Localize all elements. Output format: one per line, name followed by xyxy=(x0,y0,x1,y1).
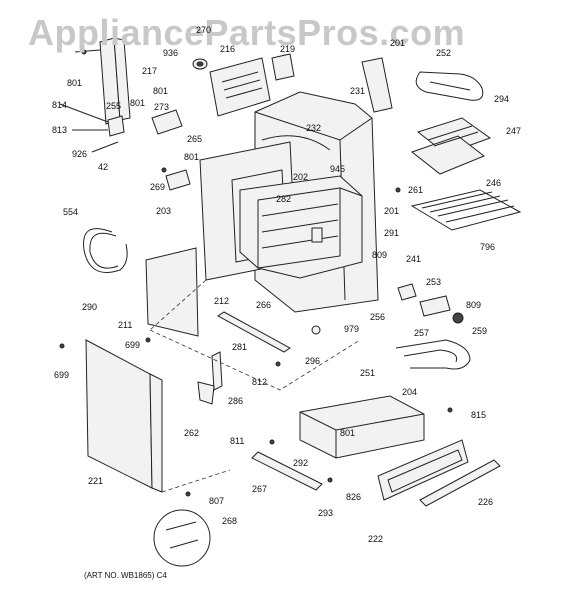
callout-label: 267 xyxy=(252,484,268,494)
callout-label: 232 xyxy=(306,123,322,133)
oven-rack-part xyxy=(410,189,522,231)
callout-label: 293 xyxy=(318,508,334,518)
callout-label: 699 xyxy=(54,370,70,380)
callout-label: 699 xyxy=(125,340,141,350)
callout-label: 212 xyxy=(214,296,230,306)
callout-label: 286 xyxy=(228,396,244,406)
callout-label: 815 xyxy=(471,410,487,420)
callout-label: 979 xyxy=(344,324,360,334)
callout-label: 936 xyxy=(163,48,179,58)
callout-label: 807 xyxy=(209,496,225,506)
top-panel-part xyxy=(209,57,271,117)
callout-label: 202 xyxy=(293,172,309,182)
callout-label: 203 xyxy=(156,206,172,216)
callout-label: 241 xyxy=(406,254,422,264)
callout-label: 269 xyxy=(150,182,166,192)
bracket-part xyxy=(271,53,295,81)
watermark-text: AppliancePartsPros.com xyxy=(28,12,466,53)
callout-label: 221 xyxy=(88,476,104,486)
assembly-guide-lines xyxy=(149,279,361,493)
callout-label: 216 xyxy=(220,44,236,54)
callout-label: 259 xyxy=(472,326,488,336)
callout-label: 247 xyxy=(506,126,522,136)
callout-label: 294 xyxy=(494,94,510,104)
knob-part xyxy=(192,58,208,70)
callout-label: 262 xyxy=(184,428,200,438)
callout-label: 801 xyxy=(340,428,356,438)
side-panel-part xyxy=(145,247,199,337)
callout-label: 796 xyxy=(480,242,496,252)
callout-label: 222 xyxy=(368,534,384,544)
screw-parts xyxy=(59,49,453,497)
bake-element-part xyxy=(395,339,471,370)
callout-label: 809 xyxy=(466,300,482,310)
callout-label: 201 xyxy=(390,38,406,48)
callout-label: 42 xyxy=(98,162,109,172)
art-number-caption: (ART NO. WB1865) C4 xyxy=(84,571,167,580)
callout-label: 281 xyxy=(232,342,248,352)
callout-label: 251 xyxy=(360,368,376,378)
broil-pan-part xyxy=(410,117,492,175)
drawer-rail-parts xyxy=(251,451,501,507)
callout-label: 211 xyxy=(118,320,133,330)
storage-drawer-part xyxy=(299,395,425,459)
igniter-part xyxy=(311,283,464,335)
callout-label: 226 xyxy=(478,497,494,507)
callout-label: 265 xyxy=(187,134,203,144)
kick-rail-part xyxy=(217,311,291,353)
callout-label: 252 xyxy=(436,48,452,58)
callout-label: 268 xyxy=(222,516,238,526)
callout-label: 273 xyxy=(154,102,170,112)
drawer-front-part xyxy=(377,439,469,501)
callout-label: 801 xyxy=(153,86,169,96)
callout-label: 256 xyxy=(370,312,386,322)
callout-label: 809 xyxy=(372,250,388,260)
callout-label: 261 xyxy=(408,185,424,195)
callout-label: 801 xyxy=(67,78,83,88)
callout-label: 282 xyxy=(276,194,292,204)
broil-element-part xyxy=(361,57,484,113)
power-cord-part xyxy=(83,228,128,273)
callout-label: 270 xyxy=(196,25,212,35)
callout-label: 945 xyxy=(330,164,346,174)
callout-label: 811 xyxy=(230,436,245,446)
outer-side-panel-part xyxy=(85,339,163,493)
oven-liner-part xyxy=(239,175,363,279)
callout-label: 801 xyxy=(184,152,200,162)
callout-label: 801 xyxy=(130,98,146,108)
callout-label: 291 xyxy=(384,228,400,238)
callout-label: 826 xyxy=(346,492,362,502)
callout-label: 253 xyxy=(426,277,442,287)
callout-label: 255 xyxy=(106,101,122,111)
callout-label: 296 xyxy=(305,356,321,366)
callout-label: 812 xyxy=(252,377,268,387)
callout-label: 219 xyxy=(280,44,296,54)
callout-label: 814 xyxy=(52,100,68,110)
callout-label: 257 xyxy=(414,328,430,338)
small-bracket-parts xyxy=(59,103,191,191)
callout-label: 813 xyxy=(52,125,68,135)
callout-label: 554 xyxy=(63,207,79,217)
callout-label: 204 xyxy=(402,387,418,397)
callout-label: 231 xyxy=(350,86,366,96)
callout-label: 266 xyxy=(256,300,272,310)
callout-label: 290 xyxy=(82,302,98,312)
wire-harness-part xyxy=(153,509,211,567)
door-hinge-part xyxy=(197,351,223,405)
callout-label: 201 xyxy=(384,206,400,216)
callout-label: 246 xyxy=(486,178,502,188)
callout-label: 926 xyxy=(72,149,88,159)
callout-label: 217 xyxy=(142,66,158,76)
callout-label: 292 xyxy=(293,458,309,468)
